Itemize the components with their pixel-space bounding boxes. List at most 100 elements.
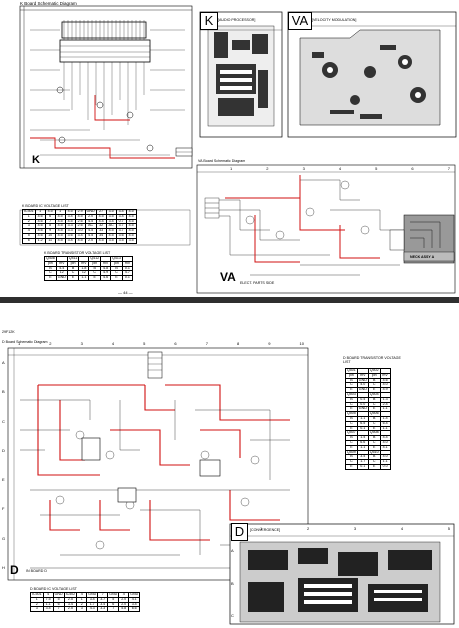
table-cell: 3 [76, 606, 88, 613]
d-pcb-caption: [CONVERGENCE] [250, 528, 281, 532]
table-cell: 1.2 [34, 237, 46, 244]
grid-number: 2 [306, 526, 310, 531]
d-schematic-title: D Board Schematic Diagram [2, 340, 48, 344]
grid-row-letter: E [2, 477, 5, 483]
va-board-sub: ELECT. PARTS SIDE [240, 281, 275, 285]
k-ic-table-title: K BOARD IC VOLTAGE LIST [22, 204, 69, 208]
table-cell: 6 [22, 237, 36, 244]
table-cell: 7 [52, 606, 65, 613]
grid-row-letter: F [2, 506, 5, 512]
grid-number: 9 [268, 341, 271, 346]
grid-number: 1 [230, 166, 233, 171]
d-pcb-drawing [229, 523, 455, 625]
grid-number: 10 [299, 341, 304, 346]
table-cell: E [88, 275, 102, 281]
table-cell: GND [55, 275, 68, 281]
va-board-letter: VA [220, 270, 236, 284]
table-cell: 3 [30, 606, 44, 613]
grid-number: 3 [302, 166, 305, 171]
d-grid-numbers: 1 2 3 4 5 6 7 8 9 10 [18, 341, 304, 346]
grid-number: 4 [338, 166, 342, 171]
grid-row-letter: C [2, 418, 5, 424]
k-pcb-caption: [AUDIO PROCESSOR] [218, 18, 256, 22]
grid-number: 4 [400, 526, 404, 531]
table-cell: E [66, 275, 80, 281]
d-board-letter: D [10, 563, 19, 577]
d-schematic-drawing [7, 347, 309, 581]
k-tr-table-title: K BOARD TRANSISTOR VOLTAGE LIST [44, 251, 111, 255]
grid-number: 6 [174, 341, 177, 346]
table-cell: 3.4 [64, 237, 76, 244]
table-cell: 6.6 [128, 606, 141, 613]
grid-row-letter: G [2, 535, 6, 541]
table-cell: 4.6 [100, 275, 112, 281]
model-label: 29F12K [2, 330, 15, 334]
table-cell: 1.1 [78, 275, 90, 281]
k-schematic-title: K Board Schematic Diagram [20, 1, 77, 6]
table-cell: 3.5 [125, 237, 137, 244]
grid-row-letter: H [2, 564, 5, 570]
grid-number: 7 [447, 166, 450, 171]
table-cell: 7 [107, 606, 120, 613]
grid-row-letter: A [231, 548, 234, 553]
d-ic-table-title: D BOARD IC VOLTAGE LIST [30, 587, 77, 591]
table-cell: GND [356, 406, 369, 413]
table-cell: GND [356, 387, 369, 393]
table-cell: E [44, 275, 57, 281]
table-cell: 4.5 [74, 237, 86, 244]
d-board-sub: IN BOARD D [26, 569, 47, 573]
grid-number: 5 [447, 526, 450, 531]
va-pcb-letter: VA [288, 12, 312, 30]
page-divider [0, 297, 459, 303]
table-cell: E [367, 463, 381, 470]
k-schematic-drawing [19, 5, 457, 294]
k-board-letter: K [32, 154, 40, 166]
table-cell: 3.5 [105, 237, 117, 244]
d-pcb-letter: D [231, 523, 248, 541]
grid-number: 3 [80, 341, 83, 346]
grid-number: 3 [353, 526, 357, 531]
table-cell: 2.5 [63, 606, 78, 613]
table-cell: 3.5 [115, 237, 127, 244]
table-cell: 4.3 [86, 606, 99, 613]
va-pcb-caption: [VELOCITY MODULATION] [312, 18, 357, 22]
table-cell: 5.8 [118, 606, 130, 613]
grid-number: 1 [18, 341, 21, 346]
grid-number: 8 [236, 341, 240, 346]
grid-row-letter: B [231, 580, 234, 586]
table-cell: 11 [44, 237, 56, 244]
neck-assy-label: NECK ASSY A [410, 255, 435, 259]
grid-number: 7 [205, 341, 208, 346]
grid-number: 1 [260, 526, 263, 531]
k-pcb-letter: K [200, 12, 218, 30]
grid-row-letter: D [2, 447, 5, 453]
grid-number: 2 [49, 341, 52, 346]
grid-number: 6 [411, 166, 414, 171]
grid-number: 4 [111, 341, 115, 346]
table-cell: 3.3 [97, 606, 109, 613]
table-cell: 3.4 [42, 606, 54, 613]
grid-number: 5 [143, 341, 146, 346]
table-cell: E [345, 463, 358, 470]
grid-number: 2 [266, 166, 269, 171]
table-cell: 2.0 [84, 237, 97, 244]
table-cell: 0.0 [379, 463, 391, 470]
grid-row-letter: A [2, 360, 5, 365]
table-cell: E [110, 275, 123, 281]
table-cell: 0.1 [121, 275, 133, 281]
d-pcb-grid: 1 2 3 4 5 [260, 526, 450, 531]
